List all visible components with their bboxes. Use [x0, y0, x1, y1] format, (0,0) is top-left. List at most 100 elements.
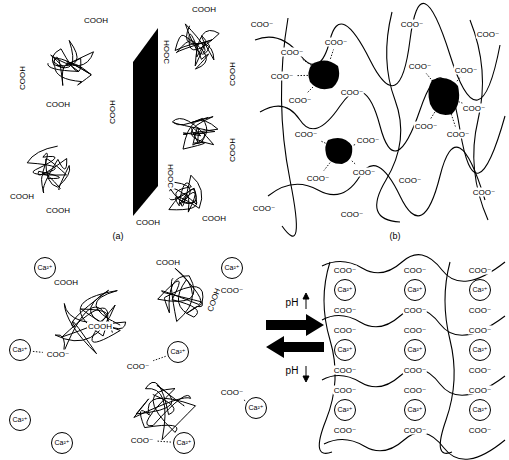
polymer-coil [172, 117, 218, 150]
group-label: COOH [87, 322, 113, 331]
plate [133, 28, 158, 216]
group-label: COO⁻ [333, 386, 357, 395]
ion-circle: Ca²⁺ [334, 279, 356, 301]
ion-circle: Ca²⁺ [9, 339, 31, 361]
polymer-coil [134, 382, 196, 439]
ion-circle: Ca²⁺ [9, 409, 31, 431]
ion-label: Ca²⁺ [473, 406, 488, 414]
ion-label: Ca²⁺ [338, 406, 353, 414]
ion-circle: Ca²⁺ [34, 257, 56, 279]
group-label: COO⁻ [472, 188, 496, 197]
ion-circle: Ca²⁺ [167, 341, 189, 363]
polymer-coil [27, 146, 70, 193]
group-label: COO⁻ [403, 426, 427, 435]
group-label: COO⁻ [454, 66, 478, 75]
particle [428, 78, 459, 115]
ion-circle: Ca²⁺ [469, 399, 491, 421]
coordination-bond [308, 87, 314, 93]
coordination-bond [451, 114, 455, 127]
group-label: COOH [135, 218, 161, 227]
group-label: COO⁻ [220, 286, 244, 295]
coordination-bond [353, 144, 355, 146]
group-label: COO⁻ [414, 122, 438, 131]
group-label: COOH [155, 258, 181, 267]
group-label: COO⁻ [468, 266, 492, 275]
group-label: COOH [228, 137, 237, 163]
ion-circle: Ca²⁺ [404, 279, 426, 301]
coordination-bond [426, 74, 433, 82]
ion-circle: Ca²⁺ [221, 257, 243, 279]
group-label: COO⁻ [306, 174, 330, 183]
group-label: COO⁻ [46, 350, 70, 359]
ion-label: Ca²⁺ [338, 346, 353, 354]
ion-label: Ca²⁺ [473, 286, 488, 294]
group-label: COO⁻ [468, 306, 492, 315]
ion-label: Ca²⁺ [13, 346, 28, 354]
group-label: COOH [53, 278, 79, 287]
group-label: COO⁻ [250, 20, 274, 29]
ion-circle: Ca²⁺ [404, 339, 426, 361]
ion-circle: Ca²⁺ [51, 432, 73, 454]
group-label: COO⁻ [252, 204, 276, 213]
group-label: COO⁻ [340, 88, 364, 97]
particle [325, 138, 352, 164]
group-label: COO⁻ [403, 266, 427, 275]
ion-label: Ca²⁺ [249, 404, 264, 412]
ion-label: Ca²⁺ [473, 346, 488, 354]
coordination-bond [321, 141, 325, 143]
ion-circle: Ca²⁺ [469, 339, 491, 361]
ion-label: Ca²⁺ [408, 346, 423, 354]
ion-circle: Ca²⁺ [469, 279, 491, 301]
group-label: COO⁻ [280, 48, 304, 57]
ph-label: pH [285, 297, 300, 308]
coordination-bond [243, 400, 245, 401]
group-label: COO⁻ [476, 30, 500, 39]
group-label: COO⁻ [468, 326, 492, 335]
group-label: COOH [83, 16, 109, 25]
ion-circle: Ca²⁺ [173, 432, 195, 454]
ion-label: Ca²⁺ [38, 264, 53, 272]
polymer-coil [55, 290, 126, 353]
group-label: COOH [45, 206, 71, 215]
reaction-arrow [266, 314, 324, 336]
group-label: COOH [201, 214, 227, 223]
coordination-bond [431, 112, 435, 118]
ph-label: pH [285, 365, 300, 376]
group-label: COO⁻ [408, 62, 432, 71]
group-label: COO⁻ [333, 366, 357, 375]
coordination-bond [324, 163, 330, 171]
polymer-coil [48, 40, 94, 85]
group-label: COO⁻ [340, 210, 364, 219]
group-label: COOH [9, 192, 35, 201]
coordination-bond [153, 356, 166, 360]
polymer-coil [158, 268, 203, 321]
group-label: COO⁻ [468, 426, 492, 435]
group-label: COO⁻ [400, 20, 424, 29]
group-label: COO⁻ [126, 362, 150, 371]
panel-label: (b) [389, 231, 402, 241]
group-label: COOH [191, 5, 217, 14]
group-label: COO⁻ [270, 72, 294, 81]
group-label: COOH [18, 65, 27, 91]
group-label: COO⁻ [333, 306, 357, 315]
coordination-bond [33, 351, 43, 352]
ion-circle: Ca²⁺ [404, 399, 426, 421]
group-label: HOOC [166, 163, 175, 189]
ion-label: Ca²⁺ [225, 264, 240, 272]
ion-circle: Ca²⁺ [334, 399, 356, 421]
coordination-bond [457, 78, 460, 82]
polymer-coil [175, 24, 219, 69]
coordination-bond [330, 50, 333, 59]
coordination-bond [157, 441, 171, 442]
group-label: COO⁻ [468, 386, 492, 395]
group-label: COO⁻ [130, 436, 154, 445]
group-label: COO⁻ [398, 176, 422, 185]
group-label: COO⁻ [352, 168, 376, 177]
reaction-arrow [266, 336, 324, 358]
particle [308, 60, 339, 89]
coordination-bond [303, 60, 311, 66]
coordination-bond [352, 161, 356, 165]
group-label: COOH [45, 100, 71, 109]
